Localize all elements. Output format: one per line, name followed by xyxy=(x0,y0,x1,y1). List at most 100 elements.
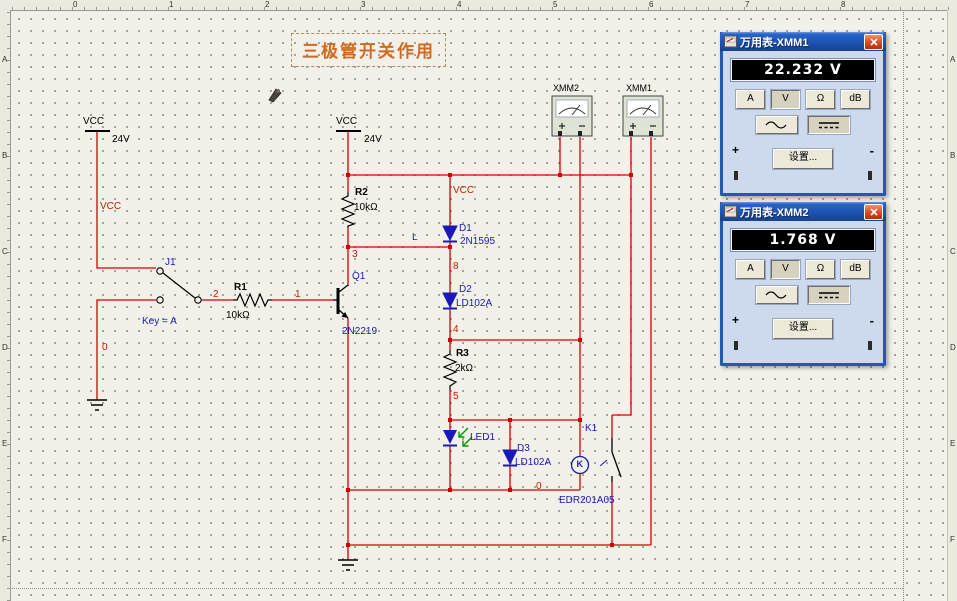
net-label-2[interactable]: 2 xyxy=(213,289,219,300)
mode-button-ohm[interactable]: Ω xyxy=(806,260,835,279)
dc-signal-button[interactable] xyxy=(808,116,850,134)
r2-refdes[interactable]: R2 xyxy=(355,187,368,198)
vcc2-label[interactable]: VCC xyxy=(336,116,358,127)
settings-button[interactable]: 设置... xyxy=(773,319,833,339)
net-label-vcc-left[interactable]: VCC xyxy=(100,201,122,212)
relay-k1-symbol[interactable] xyxy=(570,438,622,482)
d2-refdes[interactable]: D2 xyxy=(459,284,472,295)
led-arrows-icon xyxy=(458,427,473,447)
mode-button-volt[interactable]: V xyxy=(771,260,800,279)
circuit-wires[interactable] xyxy=(96,131,652,560)
minus-terminal-label: - xyxy=(869,143,874,158)
r3-value[interactable]: 2kΩ xyxy=(455,363,474,374)
multimeter-window-xmm1[interactable]: 万用表-XMM1 22.232 V A V Ω dB xyxy=(720,32,886,196)
d3-refdes[interactable]: D3 xyxy=(517,443,530,454)
net-label-5[interactable]: 5 xyxy=(453,391,459,402)
mode-button-db[interactable]: dB xyxy=(841,260,870,279)
dc-line-icon xyxy=(819,122,839,129)
mode-button-volt[interactable]: V xyxy=(771,90,800,109)
resistor-r3-symbol[interactable] xyxy=(442,350,458,390)
lcd-frame: 1.768 V xyxy=(730,228,876,252)
net-label-4[interactable]: 4 xyxy=(453,324,459,335)
r1-refdes[interactable]: R1 xyxy=(234,282,247,293)
close-icon[interactable] xyxy=(864,33,883,50)
ruler-number: 5 xyxy=(553,0,558,9)
ruler-letter: C xyxy=(950,247,956,256)
ruler-letter: C xyxy=(2,247,8,256)
minus-terminal-post[interactable] xyxy=(868,171,872,180)
r2-value[interactable]: 10kΩ xyxy=(354,202,378,213)
ruler-letter: F xyxy=(2,535,7,544)
led1-symbol[interactable] xyxy=(443,427,473,447)
pen-cursor-icon xyxy=(268,88,282,103)
diode-d1-symbol[interactable] xyxy=(442,225,458,243)
net-label-vcc-mid[interactable]: VCC xyxy=(453,185,475,196)
window-titlebar[interactable]: 万用表-XMM1 xyxy=(720,32,886,51)
mode-button-ampere[interactable]: A xyxy=(736,260,765,279)
ruler-left: A B C D E F xyxy=(0,10,11,601)
ground-symbol[interactable] xyxy=(338,559,358,571)
vcc1-label[interactable]: VCC xyxy=(83,116,105,127)
j1-refdes[interactable]: J1 xyxy=(165,257,176,268)
schematic-title[interactable]: 三极管开关作用 xyxy=(291,33,446,67)
ground-symbol[interactable] xyxy=(87,399,107,411)
k1-refdes[interactable]: K1 xyxy=(585,423,598,434)
ruler-letter: A xyxy=(2,55,8,64)
dc-line-icon xyxy=(819,292,839,299)
ac-signal-button[interactable] xyxy=(756,116,798,134)
meter-reading: 1.768 V xyxy=(732,230,874,250)
resistor-r1-symbol[interactable] xyxy=(233,292,272,308)
plus-terminal-post[interactable] xyxy=(734,171,738,180)
multimeter-xmm1-icon[interactable] xyxy=(622,95,664,137)
sine-wave-icon xyxy=(765,121,787,129)
vcc1-value[interactable]: 24V xyxy=(112,134,130,145)
page-border xyxy=(10,588,903,589)
ac-signal-button[interactable] xyxy=(756,286,798,304)
sine-wave-icon xyxy=(765,291,787,299)
net-label-0-left[interactable]: 0 xyxy=(102,342,108,353)
net-label-3[interactable]: 3 xyxy=(352,249,358,260)
settings-button[interactable]: 设置... xyxy=(773,149,833,169)
diode-d3-symbol[interactable] xyxy=(502,449,518,467)
minus-terminal-post[interactable] xyxy=(868,341,872,350)
k1-coil-label: K xyxy=(576,459,584,469)
led1-refdes[interactable]: LED1 xyxy=(470,432,496,443)
dc-signal-button[interactable] xyxy=(808,286,850,304)
plus-terminal-label: + xyxy=(732,143,740,157)
vcc2-value[interactable]: 24V xyxy=(364,134,382,145)
ruler-number: 3 xyxy=(361,0,366,9)
xmm2-icon-label[interactable]: XMM2 xyxy=(553,83,580,93)
diode-d2-symbol[interactable] xyxy=(442,292,458,310)
j1-key-label[interactable]: Key = A xyxy=(142,316,177,327)
d1-refdes[interactable]: D1 xyxy=(459,223,472,234)
multimeter-window-icon xyxy=(724,35,737,48)
window-titlebar[interactable]: 万用表-XMM2 xyxy=(720,202,886,221)
d2-model[interactable]: LD102A xyxy=(456,298,493,309)
q1-refdes[interactable]: Q1 xyxy=(352,271,366,282)
r1-value[interactable]: 10kΩ xyxy=(226,310,250,321)
ruler-letter: D xyxy=(2,343,8,352)
net-label-8[interactable]: 8 xyxy=(453,261,459,272)
switch-j1-symbol[interactable] xyxy=(156,267,202,304)
mode-button-ohm[interactable]: Ω xyxy=(806,90,835,109)
transistor-q1-symbol[interactable] xyxy=(333,284,349,319)
minus-terminal-label: - xyxy=(869,313,874,328)
net-label-1[interactable]: 1 xyxy=(295,289,301,300)
d3-model[interactable]: LD102A xyxy=(515,457,552,468)
r3-refdes[interactable]: R3 xyxy=(456,348,469,359)
close-icon[interactable] xyxy=(864,203,883,220)
mode-button-ampere[interactable]: A xyxy=(736,90,765,109)
ruler-number: 4 xyxy=(457,0,462,9)
k1-model[interactable]: EDR201A05 xyxy=(559,495,615,506)
net-label-0-right[interactable]: 0 xyxy=(536,481,542,492)
xmm1-icon-label[interactable]: XMM1 xyxy=(626,83,653,93)
plus-terminal-post[interactable] xyxy=(734,341,738,350)
mode-button-db[interactable]: dB xyxy=(841,90,870,109)
ruler-right: A B C D E F xyxy=(947,10,957,601)
net-label-l[interactable]: L xyxy=(412,232,418,243)
multimeter-window-xmm2[interactable]: 万用表-XMM2 1.768 V A V Ω dB xyxy=(720,202,886,366)
d1-model[interactable]: 2N1595 xyxy=(460,236,496,247)
multimeter-xmm2-icon[interactable] xyxy=(551,95,593,137)
resistor-r2-symbol[interactable] xyxy=(340,192,356,228)
q1-model[interactable]: 2N2219 xyxy=(342,326,378,337)
